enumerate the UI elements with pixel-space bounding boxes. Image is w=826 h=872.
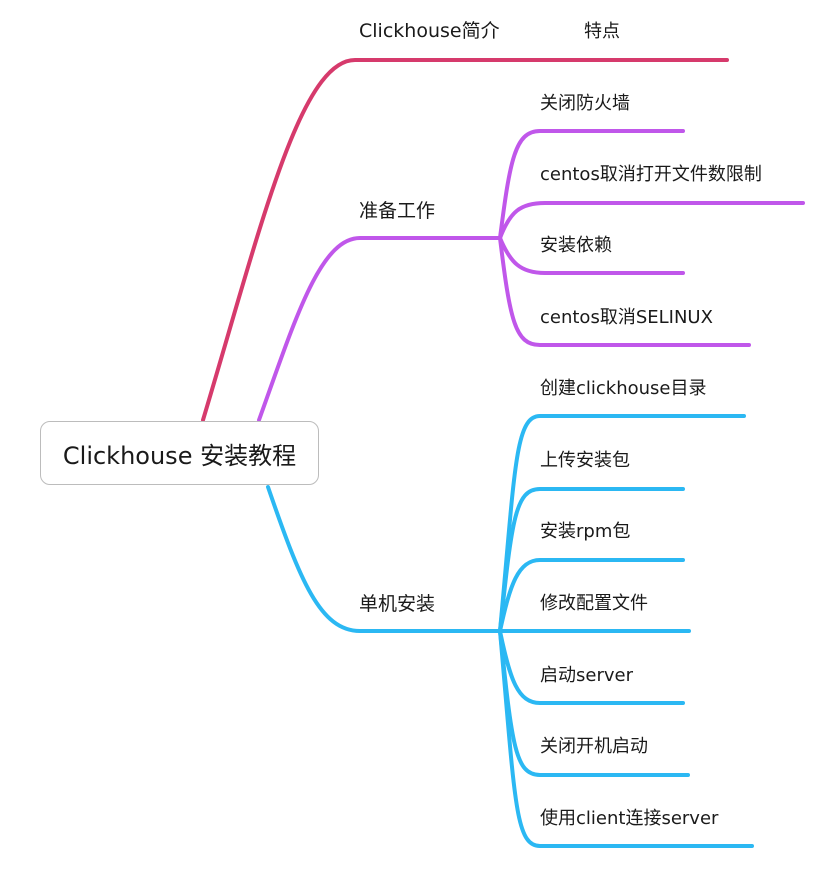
root-node-label: Clickhouse 安装教程 xyxy=(62,441,297,470)
leaf-disable-firewall[interactable]: 关闭防火墙 xyxy=(540,93,630,114)
leaf-create-directory[interactable]: 创建clickhouse目录 xyxy=(540,378,707,399)
leaf-client-connect[interactable]: 使用client连接server xyxy=(540,808,719,829)
branch-preparation[interactable]: 准备工作 xyxy=(359,200,436,222)
connector-prep-to-selinux xyxy=(498,236,751,347)
connector-prep-to-dependencies xyxy=(498,236,685,275)
leaf-upload-package[interactable]: 上传安装包 xyxy=(540,450,630,471)
leaf-disable-selinux[interactable]: centos取消SELINUX xyxy=(540,307,713,328)
branch-standalone-install[interactable]: 单机安装 xyxy=(359,593,436,615)
connector-install-to-client xyxy=(498,629,754,848)
connector-install-to-upload xyxy=(498,487,685,633)
connector-root-to-clickhouse-intro xyxy=(201,58,547,422)
leaf-edit-config[interactable]: 修改配置文件 xyxy=(540,593,648,614)
root-node[interactable]: Clickhouse 安装教程 xyxy=(40,421,319,485)
connector-prep-to-file-limit xyxy=(498,201,805,240)
leaf-remove-file-limit[interactable]: centos取消打开文件数限制 xyxy=(540,164,762,185)
leaf-install-dependencies[interactable]: 安装依赖 xyxy=(540,235,612,256)
leaf-start-server[interactable]: 启动server xyxy=(540,665,633,686)
connector-install-to-rpm xyxy=(498,558,685,633)
connector-root-to-preparation xyxy=(257,236,502,422)
leaf-install-rpm[interactable]: 安装rpm包 xyxy=(540,521,631,542)
branch-clickhouse-intro[interactable]: Clickhouse简介 xyxy=(359,20,500,42)
connector-root-to-standalone xyxy=(266,485,502,633)
leaf-features[interactable]: 特点 xyxy=(584,21,620,42)
leaf-disable-autostart[interactable]: 关闭开机启动 xyxy=(540,736,648,757)
connector-prep-to-firewall xyxy=(498,129,685,240)
